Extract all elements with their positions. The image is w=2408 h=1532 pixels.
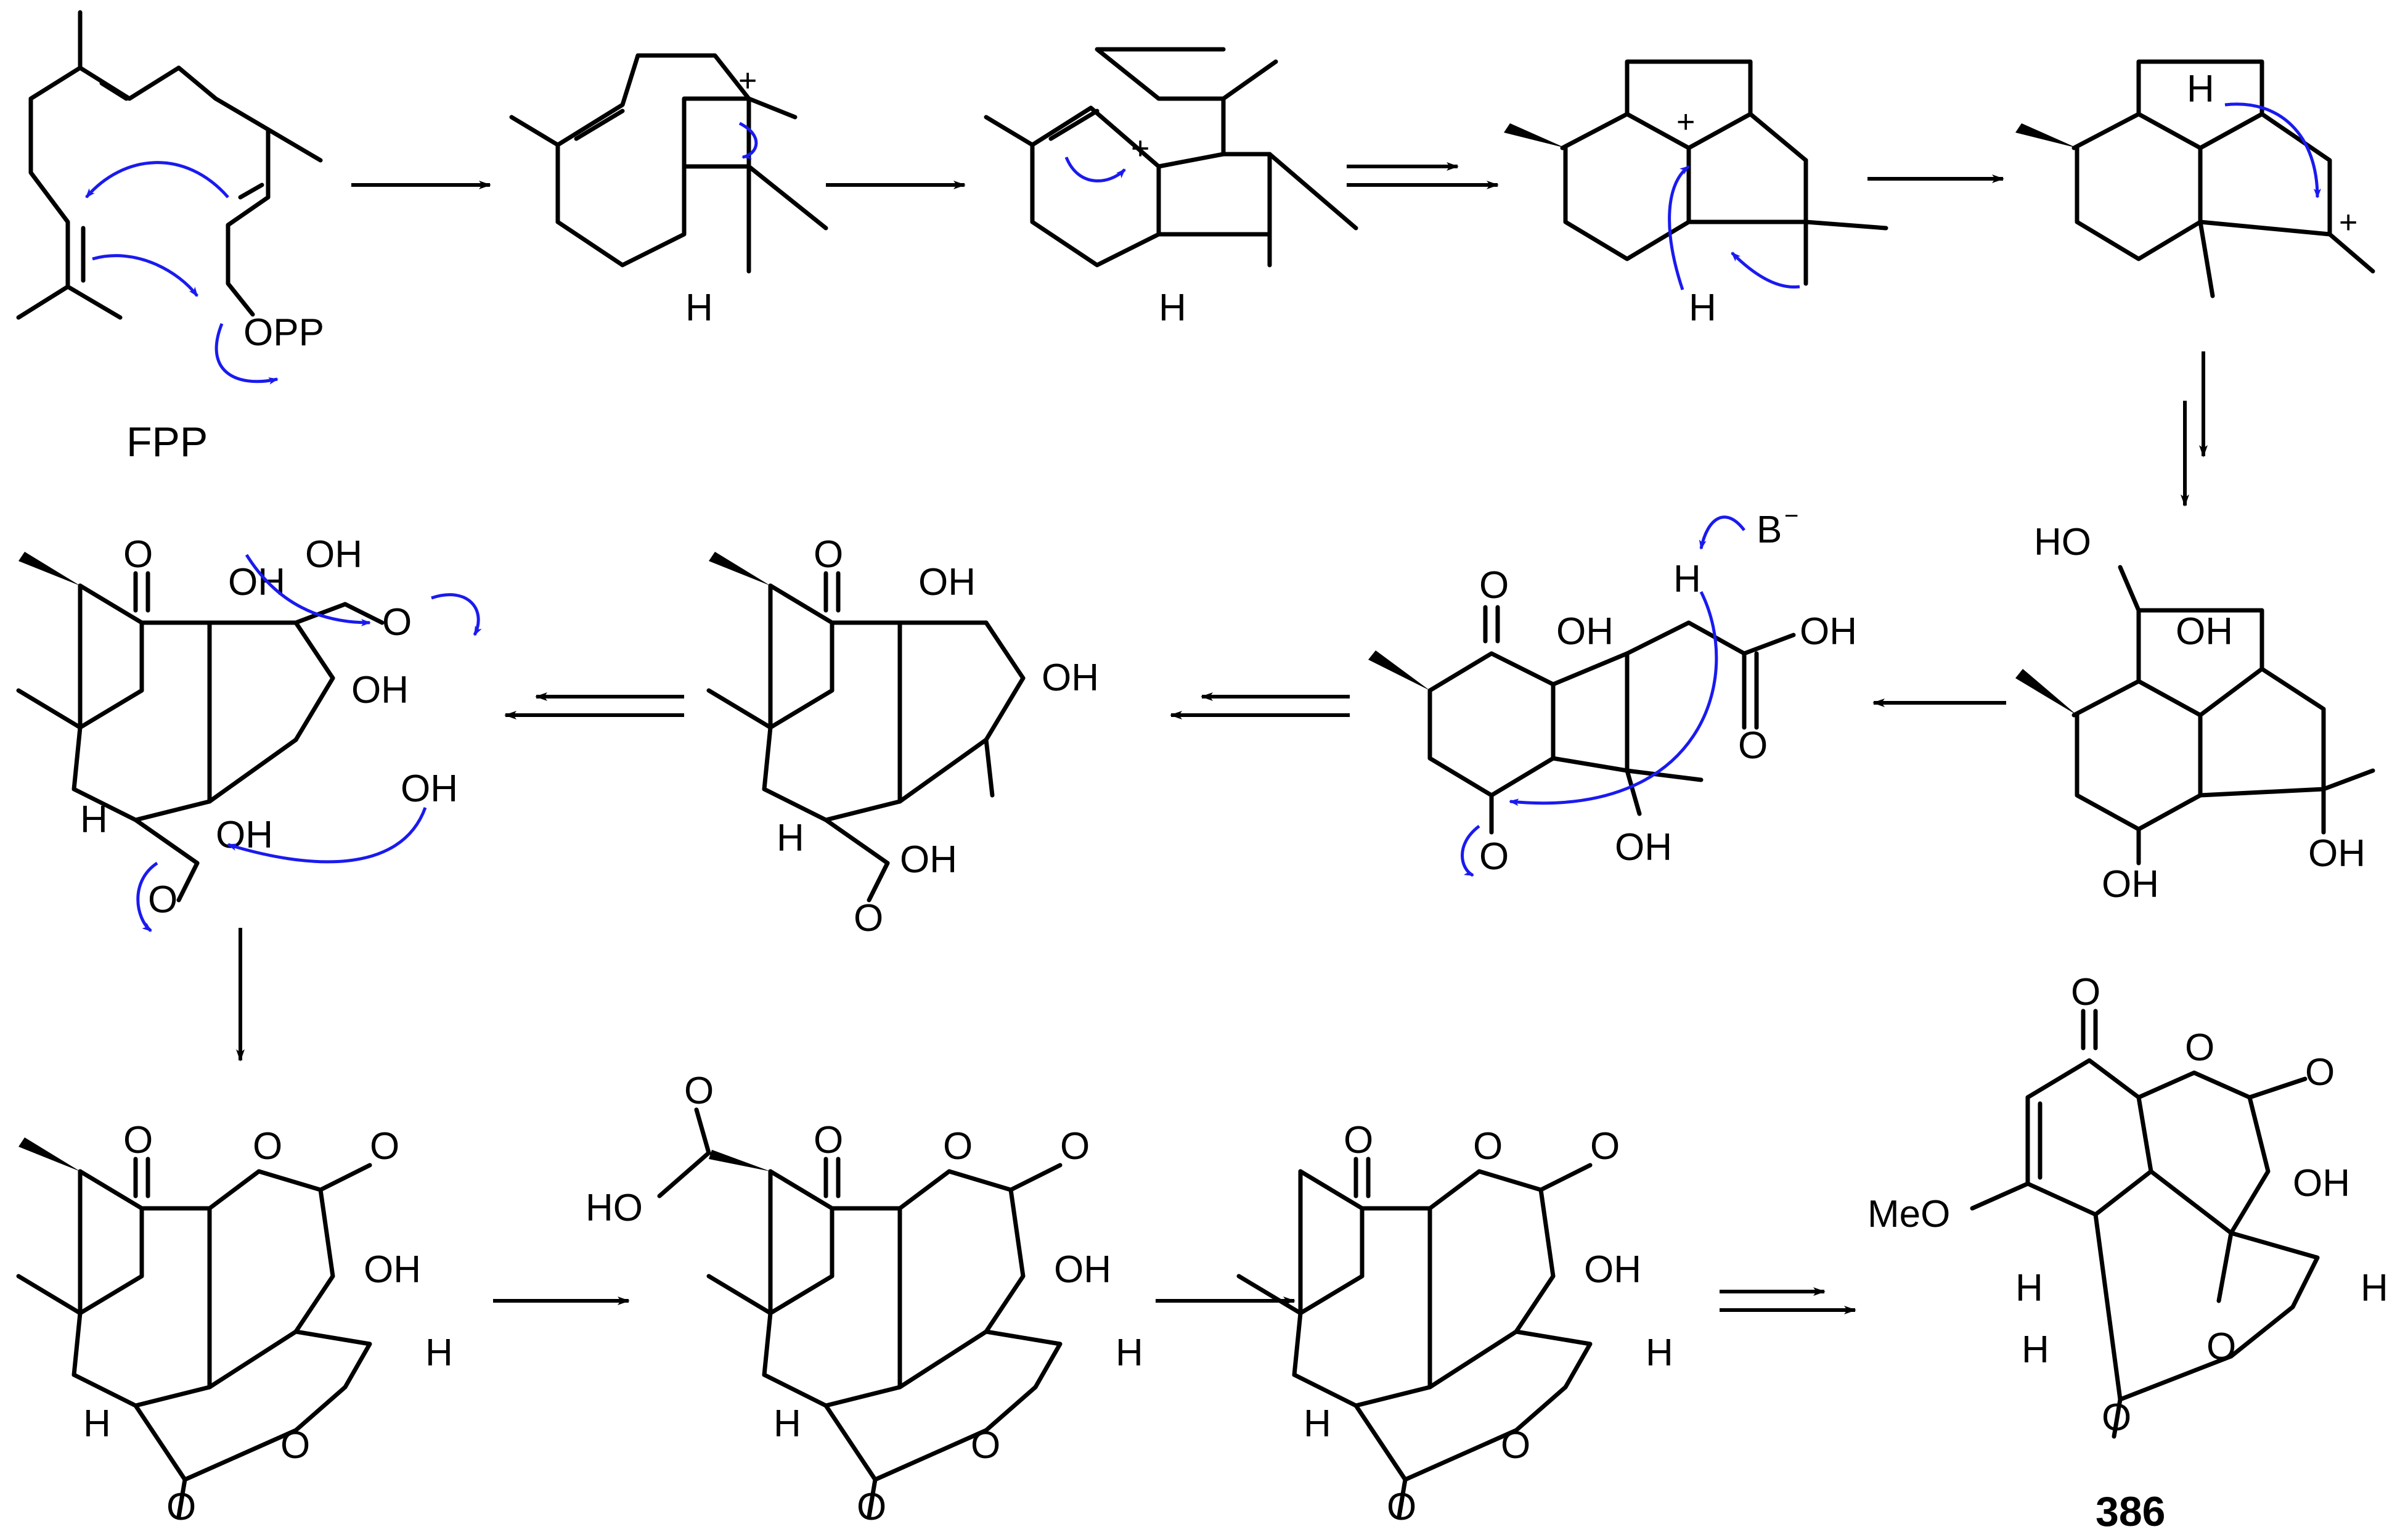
structure-cage-acid: O OH OH H OH O	[706, 533, 1099, 940]
lactone1-o-label-1: O	[123, 1119, 153, 1161]
structure-lactone-acid: O HO O O O OH H H O O	[586, 1070, 1143, 1528]
structure-caryophyllenyl-cation: + H	[509, 53, 828, 329]
lactone2-o-label-5: O	[857, 1486, 886, 1528]
diketo-oh-label-2: OH	[1800, 610, 1857, 653]
diketo-o-label-3: O	[1479, 835, 1509, 878]
h-label-4: H	[2187, 68, 2214, 110]
lactone3-h-label-2: H	[1304, 1403, 1331, 1445]
p386-o-label-3: O	[2305, 1051, 2335, 1094]
fpp-opp-label: OPP	[243, 311, 324, 354]
diketo-base-label: B	[1757, 509, 1782, 551]
cage-acid-oh-label-3: OH	[900, 838, 957, 881]
lactone3-oh-label: OH	[1584, 1248, 1641, 1291]
lactone3-o-label-3: O	[1590, 1125, 1620, 1168]
structure-bicyclic-cation: + H	[984, 47, 1358, 329]
structure-rearranged-cation: H +	[2015, 59, 2375, 298]
lactone2-h-label-2: H	[773, 1403, 801, 1445]
structure-cage-diacid: O OH OH O OH OH H OH O	[16, 533, 482, 932]
lactone3-o-label-2: O	[1473, 1125, 1503, 1168]
cation-charge-3: +	[1676, 104, 1695, 140]
tetrol-oh-label-1: OH	[2176, 610, 2233, 653]
lactone3-o-label-4: O	[1501, 1424, 1530, 1467]
diacid-h-label: H	[80, 798, 108, 841]
lactone1-o-label-5: O	[166, 1486, 196, 1528]
p386-o-label-2: O	[2185, 1026, 2214, 1069]
diketo-oh-label-3: OH	[1615, 826, 1672, 869]
structure-tetrol: HO OH OH OH	[2015, 521, 2375, 906]
lactone1-o-label-3: O	[370, 1125, 399, 1168]
lactone1-h-label-2: H	[83, 1403, 111, 1445]
diketo-base-charge: −	[1784, 502, 1798, 530]
acid-o-label: O	[684, 1070, 714, 1112]
h-label-1: H	[685, 287, 713, 329]
cage-acid-o-label-2: O	[854, 897, 883, 940]
h-label-2: H	[1159, 287, 1186, 329]
p386-h-label-3: H	[2361, 1267, 2388, 1309]
lactone3-h-label-1: H	[1646, 1332, 1673, 1374]
h-label-3: H	[1689, 287, 1716, 329]
diacid-o-label-2: O	[382, 601, 412, 644]
tetrol-oh-label-2: OH	[2308, 832, 2365, 875]
cage-acid-h-label: H	[777, 817, 804, 859]
cation-charge-1: +	[738, 63, 757, 99]
diacid-oh-label-4: OH	[401, 768, 458, 810]
diketo-o-label-2: O	[1738, 724, 1768, 767]
lactone3-o-label-1: O	[1344, 1119, 1373, 1161]
p386-h-label-1: H	[2015, 1267, 2043, 1309]
diketo-oh-label-1: OH	[1556, 610, 1614, 653]
lactone2-o-label-1: O	[814, 1119, 843, 1161]
structure-product-386: O O O OH MeO H H H O O 386	[1867, 971, 2388, 1532]
structure-tricyclic-cation: + H	[1504, 59, 1888, 329]
cation-charge-4: +	[2339, 205, 2357, 240]
structure-lactone-1: O O O OH H H O O	[16, 1119, 453, 1528]
structure-lactone-3: O O O OH H H O O	[1236, 1119, 1673, 1528]
p386-o-label-4: O	[2206, 1325, 2236, 1368]
diacid-oh-label-2: OH	[305, 533, 362, 576]
lactone3-o-label-5: O	[1387, 1486, 1416, 1528]
p386-o-label-5: O	[2102, 1396, 2131, 1439]
diacid-oh-label-3: OH	[351, 669, 409, 711]
lactone1-o-label-2: O	[253, 1125, 282, 1168]
p386-oh-label: OH	[2293, 1162, 2350, 1205]
lactone1-h-label-1: H	[425, 1332, 453, 1374]
lactone2-h-label-1: H	[1116, 1332, 1143, 1374]
diketo-h-label: H	[1673, 558, 1701, 600]
tetrol-oh-label-3: OH	[2102, 863, 2159, 906]
diketo-o-label-1: O	[1479, 564, 1509, 607]
compound-number-386: 386	[2096, 1488, 2165, 1532]
tetrol-ho-label: HO	[2034, 521, 2091, 563]
p386-meo-label: MeO	[1867, 1193, 1950, 1235]
lactone1-o-label-4: O	[280, 1424, 310, 1467]
structure-fpp: OPP FPP	[16, 10, 324, 465]
cage-acid-o-label: O	[814, 533, 843, 576]
lactone2-o-label-2: O	[943, 1125, 973, 1168]
lactone1-oh-label: OH	[364, 1248, 421, 1291]
p386-h-label-2: H	[2022, 1329, 2049, 1371]
diacid-o-label-3: O	[148, 879, 178, 921]
acid-ho-label: HO	[586, 1187, 643, 1229]
lactone2-o-label-4: O	[971, 1424, 1000, 1467]
cage-acid-oh-label-1: OH	[918, 561, 976, 604]
lactone2-oh-label: OH	[1054, 1248, 1111, 1291]
p386-o-label-1: O	[2071, 971, 2100, 1014]
structure-diketo-acid: O OH H B − OH O O OH	[1368, 502, 1857, 878]
cation-charge-2: +	[1131, 131, 1149, 166]
lactone2-o-label-3: O	[1060, 1125, 1090, 1168]
fpp-caption: FPP	[126, 419, 208, 465]
diacid-o-label: O	[123, 533, 153, 576]
cage-acid-oh-label-2: OH	[1042, 657, 1099, 699]
